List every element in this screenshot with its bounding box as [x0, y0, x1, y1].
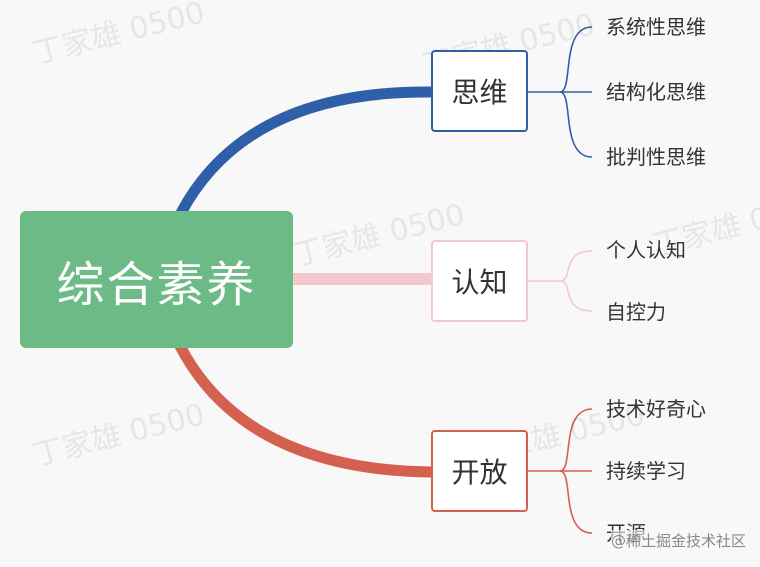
- branch-node-label: 认知: [451, 266, 508, 299]
- bracket-cognition: [528, 250, 593, 312]
- leaf-node[interactable]: 个人认知: [606, 238, 686, 262]
- connector-root-cognition: [293, 273, 433, 285]
- branch-node-label: 思维: [451, 76, 508, 109]
- leaf-node[interactable]: 持续学习: [606, 459, 686, 483]
- branch-node-cognition[interactable]: 认知: [431, 240, 528, 322]
- root-node-label: 综合素养: [56, 256, 257, 313]
- branch-node-thinking[interactable]: 思维: [431, 50, 528, 132]
- leaf-node[interactable]: 系统性思维: [606, 15, 706, 39]
- leaf-node[interactable]: 技术好奇心: [606, 397, 706, 421]
- bracket-openness: [528, 408, 593, 534]
- connector-root-openness: [174, 340, 438, 478]
- leaf-node[interactable]: 自控力: [606, 300, 666, 324]
- connector-root-thinking: [174, 86, 438, 221]
- branch-node-label: 开放: [451, 456, 508, 489]
- footer-credit: @稀土掘金技术社区: [610, 530, 746, 551]
- leaf-node[interactable]: 批判性思维: [606, 145, 706, 169]
- branch-node-openness[interactable]: 开放: [431, 430, 528, 512]
- leaf-node[interactable]: 结构化思维: [606, 80, 706, 104]
- root-node[interactable]: 综合素养: [20, 211, 293, 348]
- bracket-thinking: [528, 26, 593, 158]
